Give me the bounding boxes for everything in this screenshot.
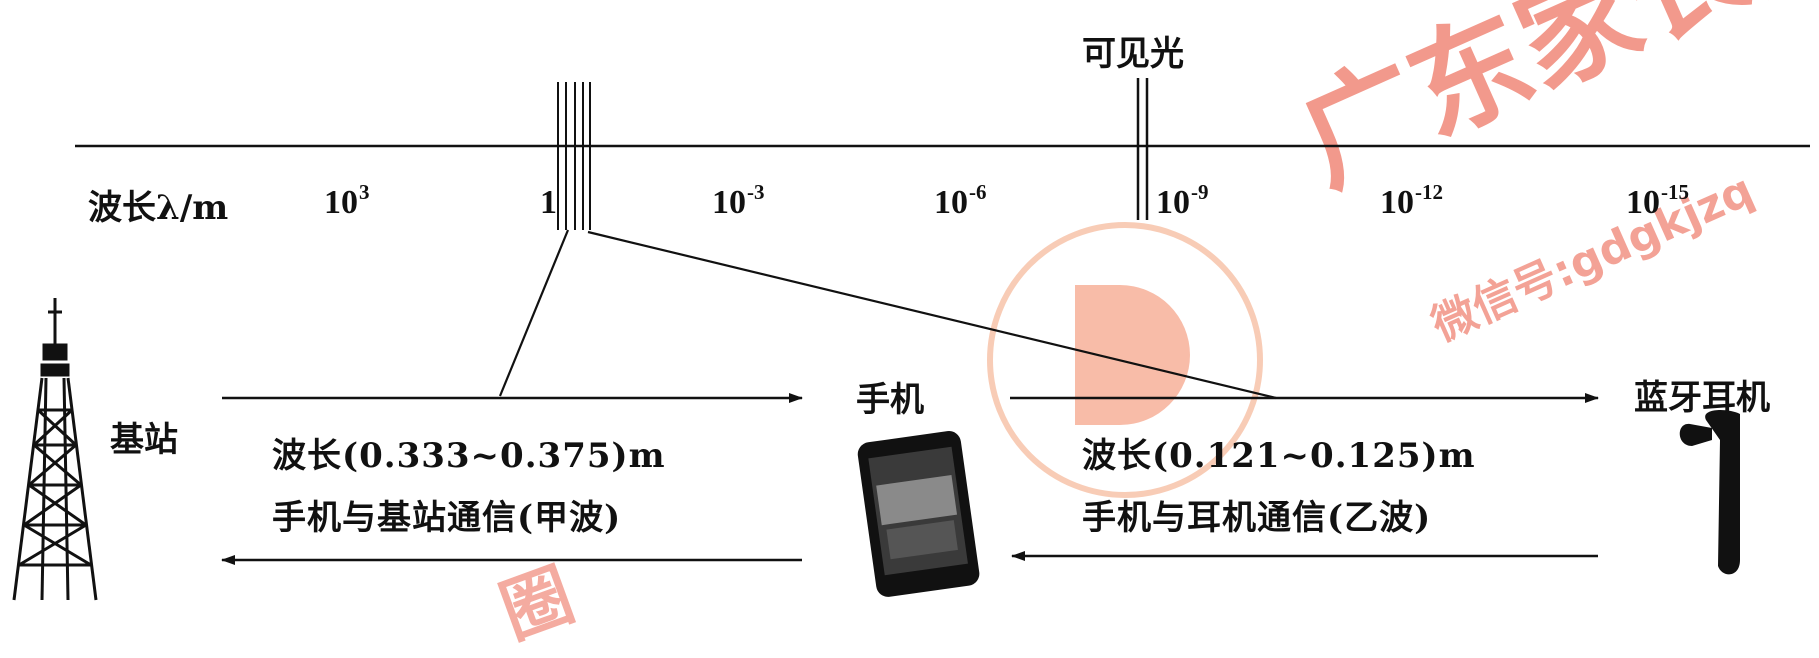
- tick-label: 10-12: [1380, 180, 1443, 221]
- tower-icon: [12, 298, 98, 601]
- phone-label: 手机: [856, 380, 924, 420]
- tick-label: 10-9: [1156, 180, 1209, 221]
- earphone-icon: [1679, 410, 1740, 575]
- diagram-lines: [12, 78, 1810, 601]
- wave-a-description: 手机与基站通信(甲波): [272, 498, 622, 538]
- tick-label: 10-3: [712, 180, 765, 221]
- watermark-logo: [987, 222, 1263, 498]
- axis-label: 波长λ/m: [88, 188, 229, 228]
- visible-light-label: 可见光: [1082, 34, 1184, 74]
- tick-label: 10-15: [1626, 180, 1689, 221]
- zoom-line-b: [587, 230, 1277, 400]
- wave-b-wavelength: 波长(0.121~0.125)m: [1082, 436, 1476, 476]
- base-station-label: 基站: [110, 420, 178, 460]
- earphone-label: 蓝牙耳机: [1634, 378, 1770, 418]
- phone-icon: [857, 431, 980, 597]
- tick-label: 10-6: [934, 180, 987, 221]
- wave-b-description: 手机与耳机通信(乙波): [1082, 498, 1432, 538]
- wave-a-wavelength: 波长(0.333~0.375)m: [272, 436, 666, 476]
- radio-band-marker: [557, 82, 591, 230]
- tick-label: 103: [324, 180, 370, 221]
- zoom-line-a: [498, 229, 570, 397]
- visible-light-marker: [1136, 78, 1149, 220]
- tick-label: 1: [540, 184, 557, 221]
